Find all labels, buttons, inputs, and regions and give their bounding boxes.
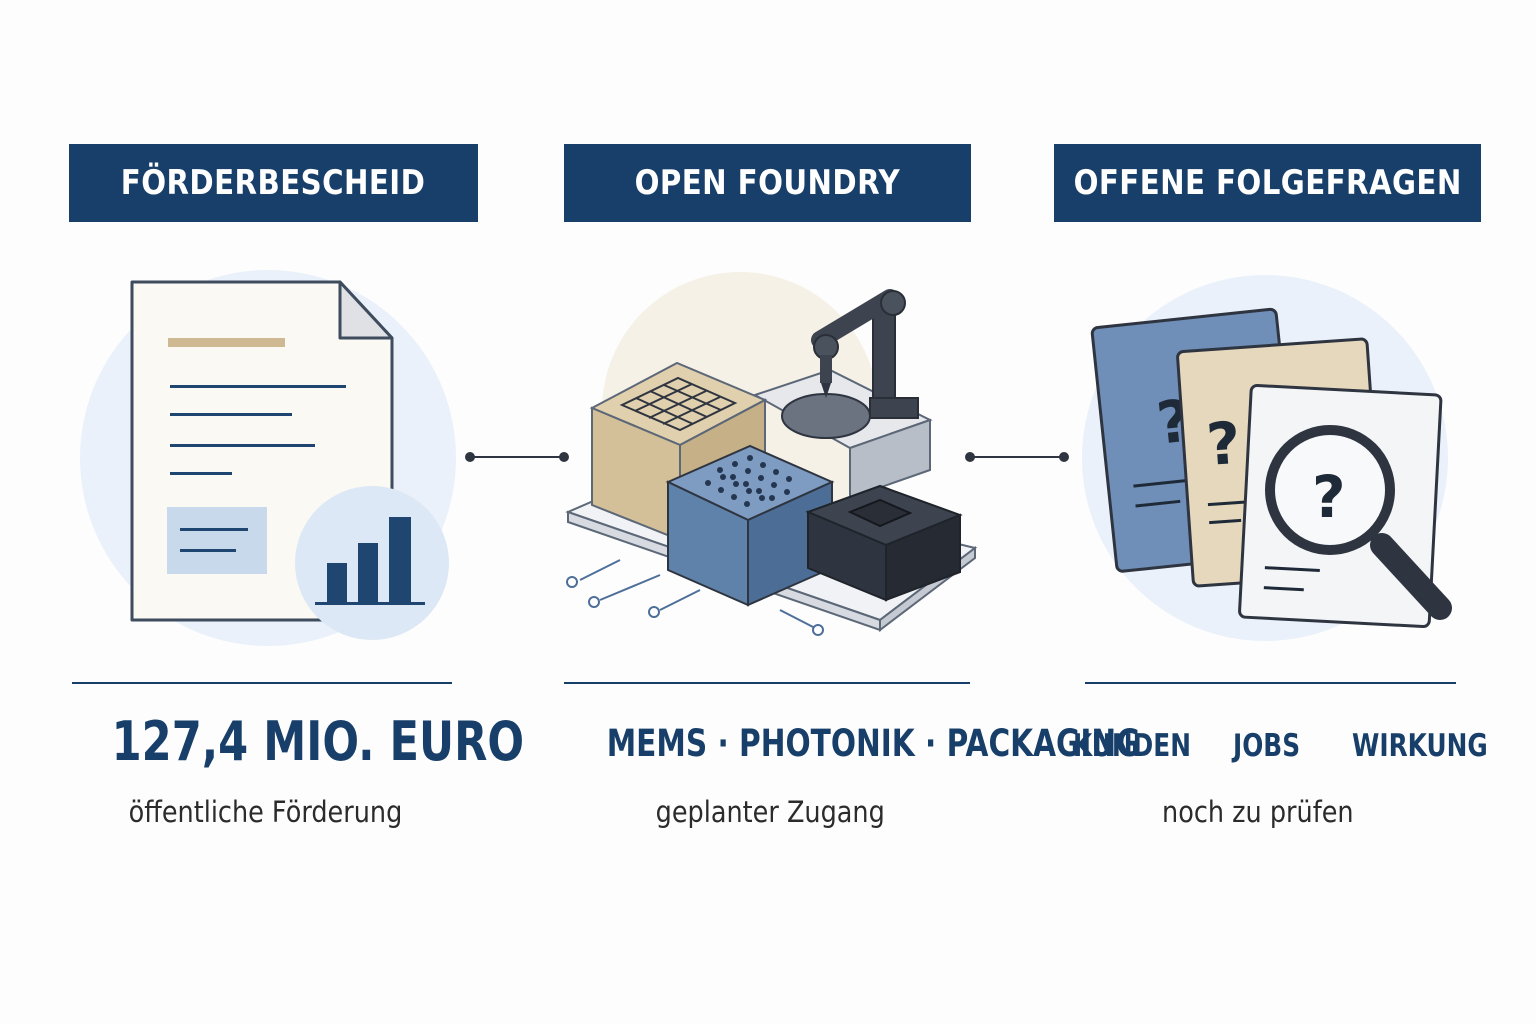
header-offene-folgefragen: OFFENE FOLGEFRAGEN [1054,144,1481,222]
svg-text:?: ? [1312,463,1346,531]
header-open-foundry-label: OPEN FOUNDRY [634,163,901,203]
funding-amount: 127,4 MIO. EURO [111,710,525,773]
connector-2 [965,452,1069,462]
foundry-technologies: MEMS · PHOTONIK · PACKAGING [606,722,1141,765]
divider-col1 [72,682,452,684]
questions-caption: noch zu prüfen [1161,795,1354,829]
bar-chart-icon [295,486,449,640]
header-offene-folgefragen-label: OFFENE FOLGEFRAGEN [1073,163,1462,203]
divider-col3 [1085,682,1456,684]
question-cards-icon: ? ? [1082,275,1448,641]
header-open-foundry: OPEN FOUNDRY [564,144,971,222]
magnifier-icon: ? [1265,425,1452,620]
svg-text:?: ? [1204,409,1242,479]
connector-1 [465,452,569,462]
divider-col2 [564,682,970,684]
funding-caption: öffentliche Förderung [128,795,402,829]
tag-kunden: KUNDEN [1073,728,1191,764]
tag-wirkung: WIRKUNG [1352,728,1488,764]
tag-jobs: JOBS [1233,728,1301,764]
foundry-machines-icon [565,272,978,636]
header-foerderbescheid-label: FÖRDERBESCHEID [121,163,426,203]
foundry-caption: geplanter Zugang [655,795,885,829]
header-foerderbescheid: FÖRDERBESCHEID [69,144,478,222]
